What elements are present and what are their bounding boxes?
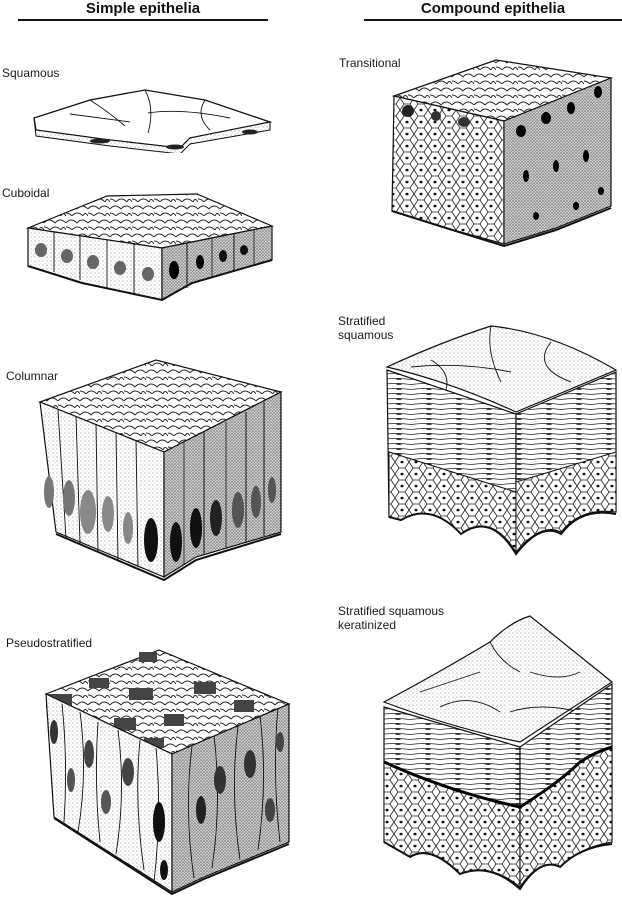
compound-epithelia-rule [364, 19, 622, 21]
label-pseudostratified: Pseudostratified [6, 636, 93, 650]
label-columnar: Columnar [6, 369, 59, 383]
cuboidal-epithelium-illustration [22, 188, 277, 303]
simple-epithelia-rule [18, 19, 268, 21]
squamous-epithelium-illustration [30, 78, 275, 153]
compound-epithelia-heading: Compound epithelia [420, 0, 566, 17]
columnar-epithelium-illustration [36, 352, 286, 582]
stratified-squamous-epithelium-illustration [381, 312, 621, 557]
label-transitional: Transitional [339, 56, 401, 70]
simple-epithelia-heading: Simple epithelia [85, 0, 201, 17]
transitional-epithelium-illustration [386, 56, 616, 251]
label-stratified-squamous: Stratified squamous [338, 314, 394, 342]
label-cuboidal: Cuboidal [2, 186, 50, 200]
label-squamous: Squamous [2, 66, 60, 80]
label-stratified-squamous-keratinized: Stratified squamous keratinized [338, 604, 445, 632]
pseudostratified-epithelium-illustration [44, 642, 294, 897]
stratified-squamous-keratinized-epithelium-illustration [380, 612, 620, 897]
